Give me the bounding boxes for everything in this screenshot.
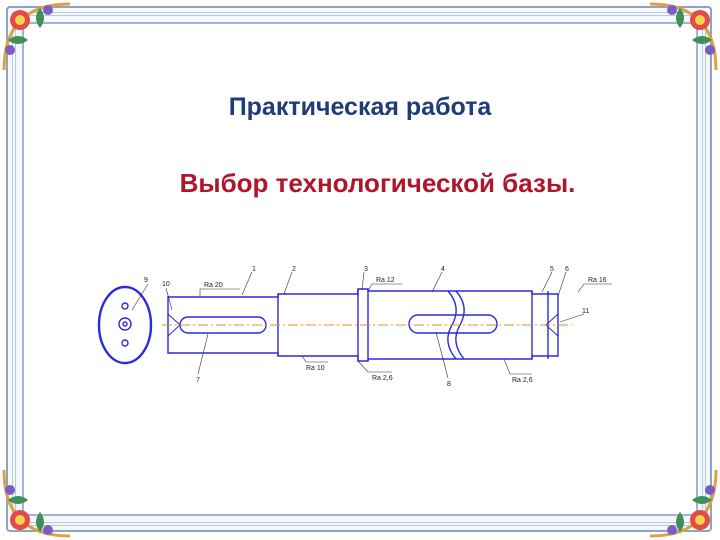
callout-label: 1 (252, 266, 256, 273)
keyway-left (179, 316, 267, 334)
floral-corner-top-left (2, 2, 71, 71)
shaft-technical-drawing: 9 10 1 2 3 4 5 6 11 7 8 Ra 20 Ra 12 Ra 1… (97, 266, 612, 388)
roughness-label: Ra 2,6 (512, 377, 533, 384)
shaft-body-bottom (167, 348, 559, 362)
roughness-label: Ra 12 (376, 277, 395, 284)
callout-label: 11 (582, 308, 589, 315)
floral-corner-bottom-left (2, 469, 71, 538)
slide-subtitle: Выбор технологической базы. (179, 168, 576, 198)
callout-label: 10 (162, 281, 170, 288)
callout-label: 4 (441, 266, 445, 273)
slide-title: Практическая работа (228, 93, 492, 121)
callout-label: 5 (550, 266, 554, 273)
floral-corner-bottom-right (649, 469, 718, 538)
callout-label: 2 (292, 266, 296, 273)
shaft-body-top (167, 288, 559, 302)
roughness-label: Ra 10 (306, 365, 325, 372)
callout-label: 6 (565, 266, 569, 273)
callout-label: 3 (364, 266, 368, 273)
slide-content-area (22, 22, 698, 516)
roughness-label: Ra 16 (588, 277, 607, 284)
roughness-label: Ra 2,6 (372, 375, 393, 382)
shaft-end-view (97, 285, 153, 365)
callout-label: 8 (447, 381, 451, 388)
slide-frame-band (12, 12, 706, 526)
keyway-right (408, 314, 498, 334)
callout-label: 7 (196, 377, 200, 384)
roughness-label: Ra 20 (204, 282, 223, 289)
floral-corner-top-right (649, 2, 718, 71)
callout-label: 9 (144, 277, 148, 284)
